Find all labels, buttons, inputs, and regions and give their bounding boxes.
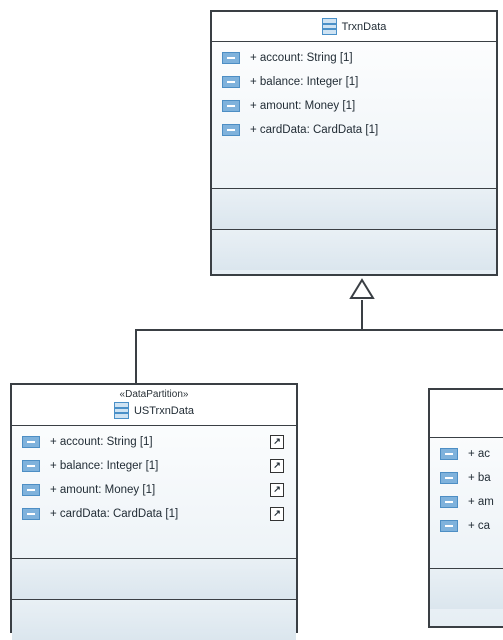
attribute-icon	[440, 496, 458, 508]
attribute-icon	[22, 460, 40, 472]
class-partial-right[interactable]: + ac + ba + am + ca	[428, 388, 503, 628]
class-name: USTrxnData	[133, 404, 195, 417]
class-name: TrxnData	[341, 20, 387, 33]
attribute-label: + cardData: CardData [1]	[50, 508, 179, 520]
attribute-row[interactable]: + am	[430, 490, 503, 514]
class-icon	[113, 402, 129, 419]
attribute-compartment: + account: String [1] ↗ + balance: Intege…	[12, 426, 296, 558]
attribute-icon	[22, 508, 40, 520]
attribute-icon	[222, 100, 240, 112]
attribute-icon	[440, 472, 458, 484]
attribute-row[interactable]: + ac	[430, 442, 503, 466]
attribute-icon	[22, 436, 40, 448]
operations-compartment	[12, 558, 296, 599]
attribute-row[interactable]: + balance: Integer [1]	[212, 70, 496, 94]
extra-compartment	[12, 599, 296, 640]
attribute-row[interactable]: + ba	[430, 466, 503, 490]
attribute-label: + am	[468, 496, 494, 508]
attribute-row[interactable]: + amount: Money [1] ↗	[12, 478, 296, 502]
attribute-row[interactable]: + amount: Money [1]	[212, 94, 496, 118]
attribute-compartment: + ac + ba + am + ca	[430, 438, 503, 568]
link-arrow-icon[interactable]: ↗	[270, 507, 284, 521]
attribute-label: + ba	[468, 472, 491, 484]
attribute-label: + cardData: CardData [1]	[250, 124, 379, 136]
attribute-icon	[222, 124, 240, 136]
attribute-label: + amount: Money [1]	[50, 484, 156, 496]
class-header: TrxnData	[212, 12, 496, 42]
class-header	[430, 390, 503, 438]
attribute-label: + ac	[468, 448, 491, 460]
attribute-label: + account: String [1]	[50, 436, 153, 448]
link-arrow-icon[interactable]: ↗	[270, 459, 284, 473]
attribute-row[interactable]: + cardData: CardData [1]	[212, 118, 496, 142]
attribute-label: + balance: Integer [1]	[50, 460, 159, 472]
attribute-row[interactable]: + cardData: CardData [1] ↗	[12, 502, 296, 526]
attribute-label: + account: String [1]	[250, 52, 353, 64]
class-icon	[321, 18, 337, 35]
attribute-row[interactable]: + balance: Integer [1] ↗	[12, 454, 296, 478]
operations-compartment	[212, 188, 496, 229]
attribute-icon	[22, 484, 40, 496]
attribute-icon	[222, 76, 240, 88]
class-ustrxndata[interactable]: «DataPartition» USTrxnData + account: St…	[10, 383, 298, 640]
class-stereotype: «DataPartition»	[119, 389, 189, 400]
extra-compartment	[212, 229, 496, 270]
class-header: «DataPartition» USTrxnData	[12, 385, 296, 426]
attribute-compartment: + account: String [1] + balance: Integer…	[212, 42, 496, 188]
attribute-row[interactable]: + account: String [1] ↗	[12, 430, 296, 454]
inheritance-arrowhead	[349, 278, 375, 299]
operations-compartment	[430, 568, 503, 609]
attribute-icon	[440, 448, 458, 460]
link-arrow-icon[interactable]: ↗	[270, 483, 284, 497]
class-trxndata[interactable]: TrxnData + account: String [1] + balance…	[210, 10, 498, 276]
attribute-label: + balance: Integer [1]	[250, 76, 359, 88]
attribute-icon	[440, 520, 458, 532]
attribute-row[interactable]: + account: String [1]	[212, 46, 496, 70]
attribute-label: + amount: Money [1]	[250, 100, 356, 112]
attribute-row[interactable]: + ca	[430, 514, 503, 538]
link-arrow-icon[interactable]: ↗	[270, 435, 284, 449]
attribute-icon	[222, 52, 240, 64]
attribute-label: + ca	[468, 520, 491, 532]
